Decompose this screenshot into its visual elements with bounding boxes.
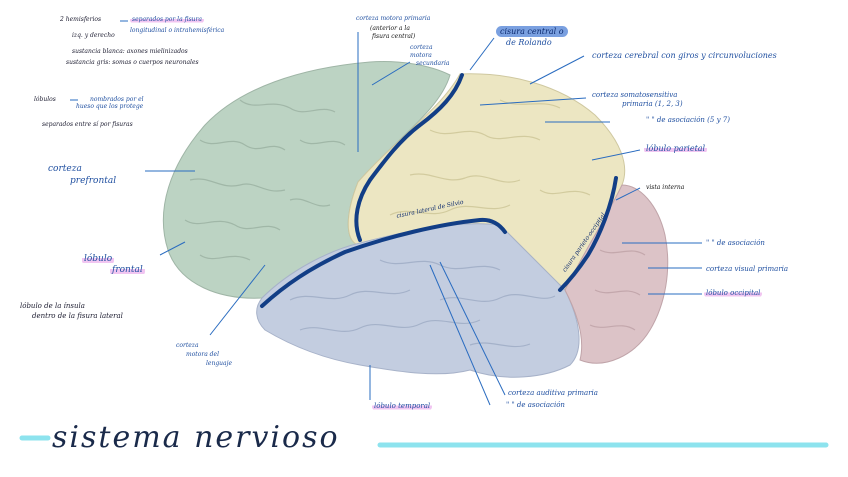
note-separados-por: separados por la fisura — [130, 16, 204, 23]
parieto-occipital-fissure-line — [558, 176, 618, 292]
label-corteza-visual: corteza visual primaria — [706, 265, 789, 273]
label-asociacion-parietal: " " de asociación (5 y 7) — [646, 116, 730, 124]
label-cisura-central-1: cisura central o — [496, 26, 568, 37]
parietal-gyri — [389, 99, 591, 216]
cisura-central-highlight: cisura central o — [496, 26, 568, 37]
note-separados-entre: separados entre sí por fisuras — [42, 121, 133, 128]
label-corteza-lenguaje-2: motora del — [186, 351, 219, 358]
label-auditiva-2: " " de asociación — [506, 401, 565, 409]
label-corteza-prefrontal-2: prefrontal — [70, 176, 117, 186]
label-lobulo-parietal: lóbulo parietal — [644, 144, 708, 153]
label-lobulo-insula-1: lóbulo de la ínsula — [20, 302, 85, 310]
title-rule — [19, 435, 829, 448]
occipital-gyri — [589, 249, 646, 331]
label-somatosensitiva-1: corteza somatosensitiva — [592, 91, 678, 99]
label-somatosensitiva-2: primaria (1, 2, 3) — [622, 100, 683, 108]
note-nombrados: nombrados por el — [90, 96, 144, 103]
label-lobulo-occipital: lóbulo occipital — [704, 289, 763, 297]
note-sustancia-gris: sustancia gris: somas o cuerpos neuronal… — [66, 59, 199, 66]
label-cisura-central-2: de Rolando — [506, 38, 552, 47]
label-corteza-motora-sec-1: corteza — [410, 44, 433, 51]
annotation-arrows — [70, 20, 702, 406]
label-corteza-motora-sec-3: secundaria — [416, 60, 450, 67]
label-auditiva-1: corteza auditiva primaria — [508, 389, 598, 397]
label-corteza-cerebral: corteza cerebral con giros y circunvoluc… — [592, 51, 777, 60]
lateral-fissure-line — [260, 217, 507, 308]
label-asociacion-occipital: " " de asociación — [706, 239, 765, 247]
label-corteza-lenguaje-3: lenguaje — [206, 360, 233, 367]
label-anterior-fisura-2: fisura central) — [372, 33, 416, 40]
label-corteza-prefrontal-1: corteza — [48, 164, 82, 174]
central-fissure-line — [354, 73, 464, 242]
page-title: sistema nervioso — [52, 420, 340, 455]
note-hueso: hueso que los protege — [76, 103, 144, 110]
note-hemisferios: 2 hemisferios — [60, 16, 102, 23]
label-lobulo-frontal-2: frontal — [110, 265, 145, 275]
gyri-texture — [184, 99, 346, 261]
label-anterior-fisura-1: (anterior a la — [370, 25, 410, 32]
label-vista-interna: vista interna — [646, 184, 685, 191]
note-izq-derecho: izq. y derecho — [72, 32, 115, 39]
note-lobulos: lóbulos — [34, 96, 56, 103]
note-sustancia-blanca: sustancia blanca: axones mielinizados — [72, 48, 188, 55]
label-lobulo-insula-2: dentro de la fisura lateral — [32, 312, 123, 320]
label-lobulo-frontal-1: lóbulo — [82, 254, 115, 264]
label-corteza-motora-sec-2: motora — [410, 52, 432, 59]
label-corteza-motora-primaria: corteza motora primaria — [356, 15, 431, 22]
note-longitudinal: longitudinal o intrahemisférica — [130, 27, 225, 34]
label-lobulo-temporal: lóbulo temporal — [372, 402, 433, 410]
label-corteza-lenguaje-1: corteza — [176, 342, 199, 349]
